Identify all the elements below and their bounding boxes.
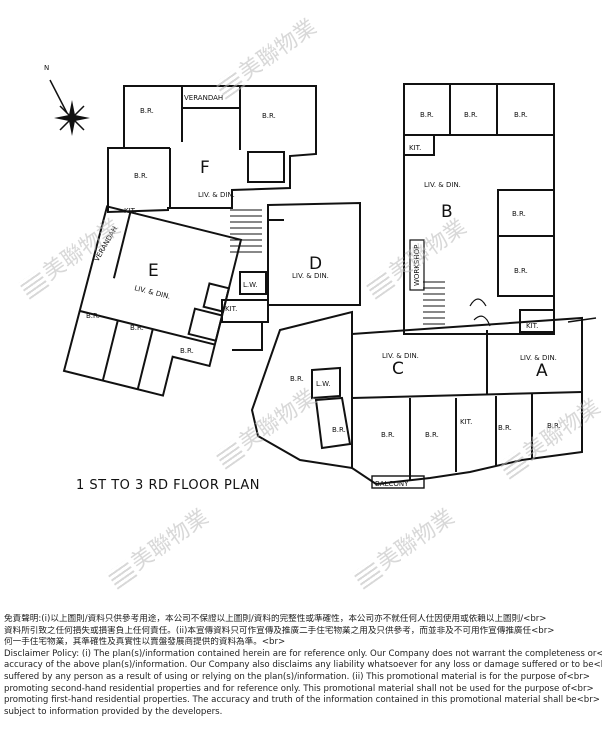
bedroom-label: B.R.: [498, 424, 512, 432]
right-block: [403, 83, 555, 335]
living-dining-label-b: LIV. & DIN.: [424, 181, 461, 189]
disclaimer-line: subject to information provided by the d…: [4, 706, 223, 717]
compass-north-label: N: [44, 64, 49, 72]
compass-star-icon: [49, 79, 90, 136]
bedroom-label: B.R.: [134, 172, 148, 180]
bedroom-label: B.R.: [381, 431, 395, 439]
unit-d-label: D: [309, 254, 322, 274]
lift-well-label: L.W.: [316, 380, 330, 388]
disclaimer-line: 免責聲明:(i)以上圖則/資料只供參考用途，本公司不保證以上圖則/資料的完整性或…: [4, 614, 547, 624]
bedroom-label: B.R.: [512, 210, 526, 218]
kitchen-label: KIT.: [124, 207, 136, 215]
floor-plan-drawing: N F B D E C A VERANDAH VERANDAH BALCONY …: [44, 64, 597, 489]
lift-well-label: L.W.: [243, 281, 257, 289]
bedroom-label: B.R.: [547, 422, 561, 430]
bedroom-label: B.R.: [514, 111, 528, 119]
bedroom-label: B.R.: [514, 267, 528, 275]
kitchen-label: KIT.: [526, 322, 538, 330]
lower-right-block: [351, 298, 597, 489]
bedroom-label: B.R.: [262, 112, 276, 120]
disclaimer-line: 何一手住宅物業，其準確性及真實性以賣盤發展商提供的資料為準。<br>: [4, 637, 286, 648]
disclaimer-line: promoting first-hand residential propert…: [4, 695, 600, 706]
bedroom-label: B.R.: [464, 111, 478, 119]
living-dining-label-d: LIV. & DIN.: [292, 272, 329, 280]
bedroom-label: B.R.: [140, 107, 154, 115]
unit-e-block: [62, 205, 243, 397]
disclaimer-line: Disclaimer Policy: (i) The plan(s)/infor…: [4, 648, 602, 659]
living-dining-label-e: LIV. & DIN.: [134, 284, 172, 301]
disclaimer-line: suffered by any person as a result of us…: [4, 671, 590, 682]
unit-f-label: F: [200, 158, 210, 178]
unit-a-label: A: [536, 361, 548, 381]
verandah-label-f: VERANDAH: [184, 94, 223, 102]
kitchen-label: KIT.: [460, 418, 472, 426]
disclaimer-line: promoting second-hand residential proper…: [4, 683, 594, 694]
living-dining-label-a: LIV. & DIN.: [520, 354, 557, 362]
disclaimer-line: accuracy of the above plan(s)/informatio…: [4, 660, 602, 671]
bedroom-label: B.R.: [130, 324, 144, 332]
balcony-label: BALCONY: [375, 480, 409, 488]
bedroom-label: B.R.: [290, 375, 304, 383]
workshop-label: WORKSHOP: [413, 245, 421, 286]
floor-plan-title: 1 ST TO 3 RD FLOOR PLAN: [76, 478, 260, 493]
bedroom-label: B.R.: [425, 431, 439, 439]
living-dining-label-f: LIV. & DIN.: [198, 191, 235, 199]
disclaimer-line: 資料所引致之任何損失或損害負上任何責任。(ii)本宣傳資料只可作宣傳及推廣二手住…: [4, 625, 555, 636]
bedroom-label: B.R.: [420, 111, 434, 119]
bedroom-label: B.R.: [180, 347, 194, 355]
unit-c-label: C: [392, 359, 404, 379]
lower-middle-block: [250, 310, 353, 470]
bedroom-label: B.R.: [86, 312, 100, 320]
kitchen-label: KIT.: [225, 305, 237, 313]
unit-f-block: [107, 85, 317, 214]
unit-e-label: E: [148, 261, 159, 281]
disclaimer-text: 免責聲明:(i)以上圖則/資料只供參考用途，本公司不保證以上圖則/資料的完整性或…: [4, 614, 602, 718]
unit-b-label: B: [441, 202, 453, 222]
living-dining-label-c: LIV. & DIN.: [382, 352, 419, 360]
kitchen-label: KIT.: [409, 144, 421, 152]
bedroom-label: B.R.: [332, 426, 346, 434]
